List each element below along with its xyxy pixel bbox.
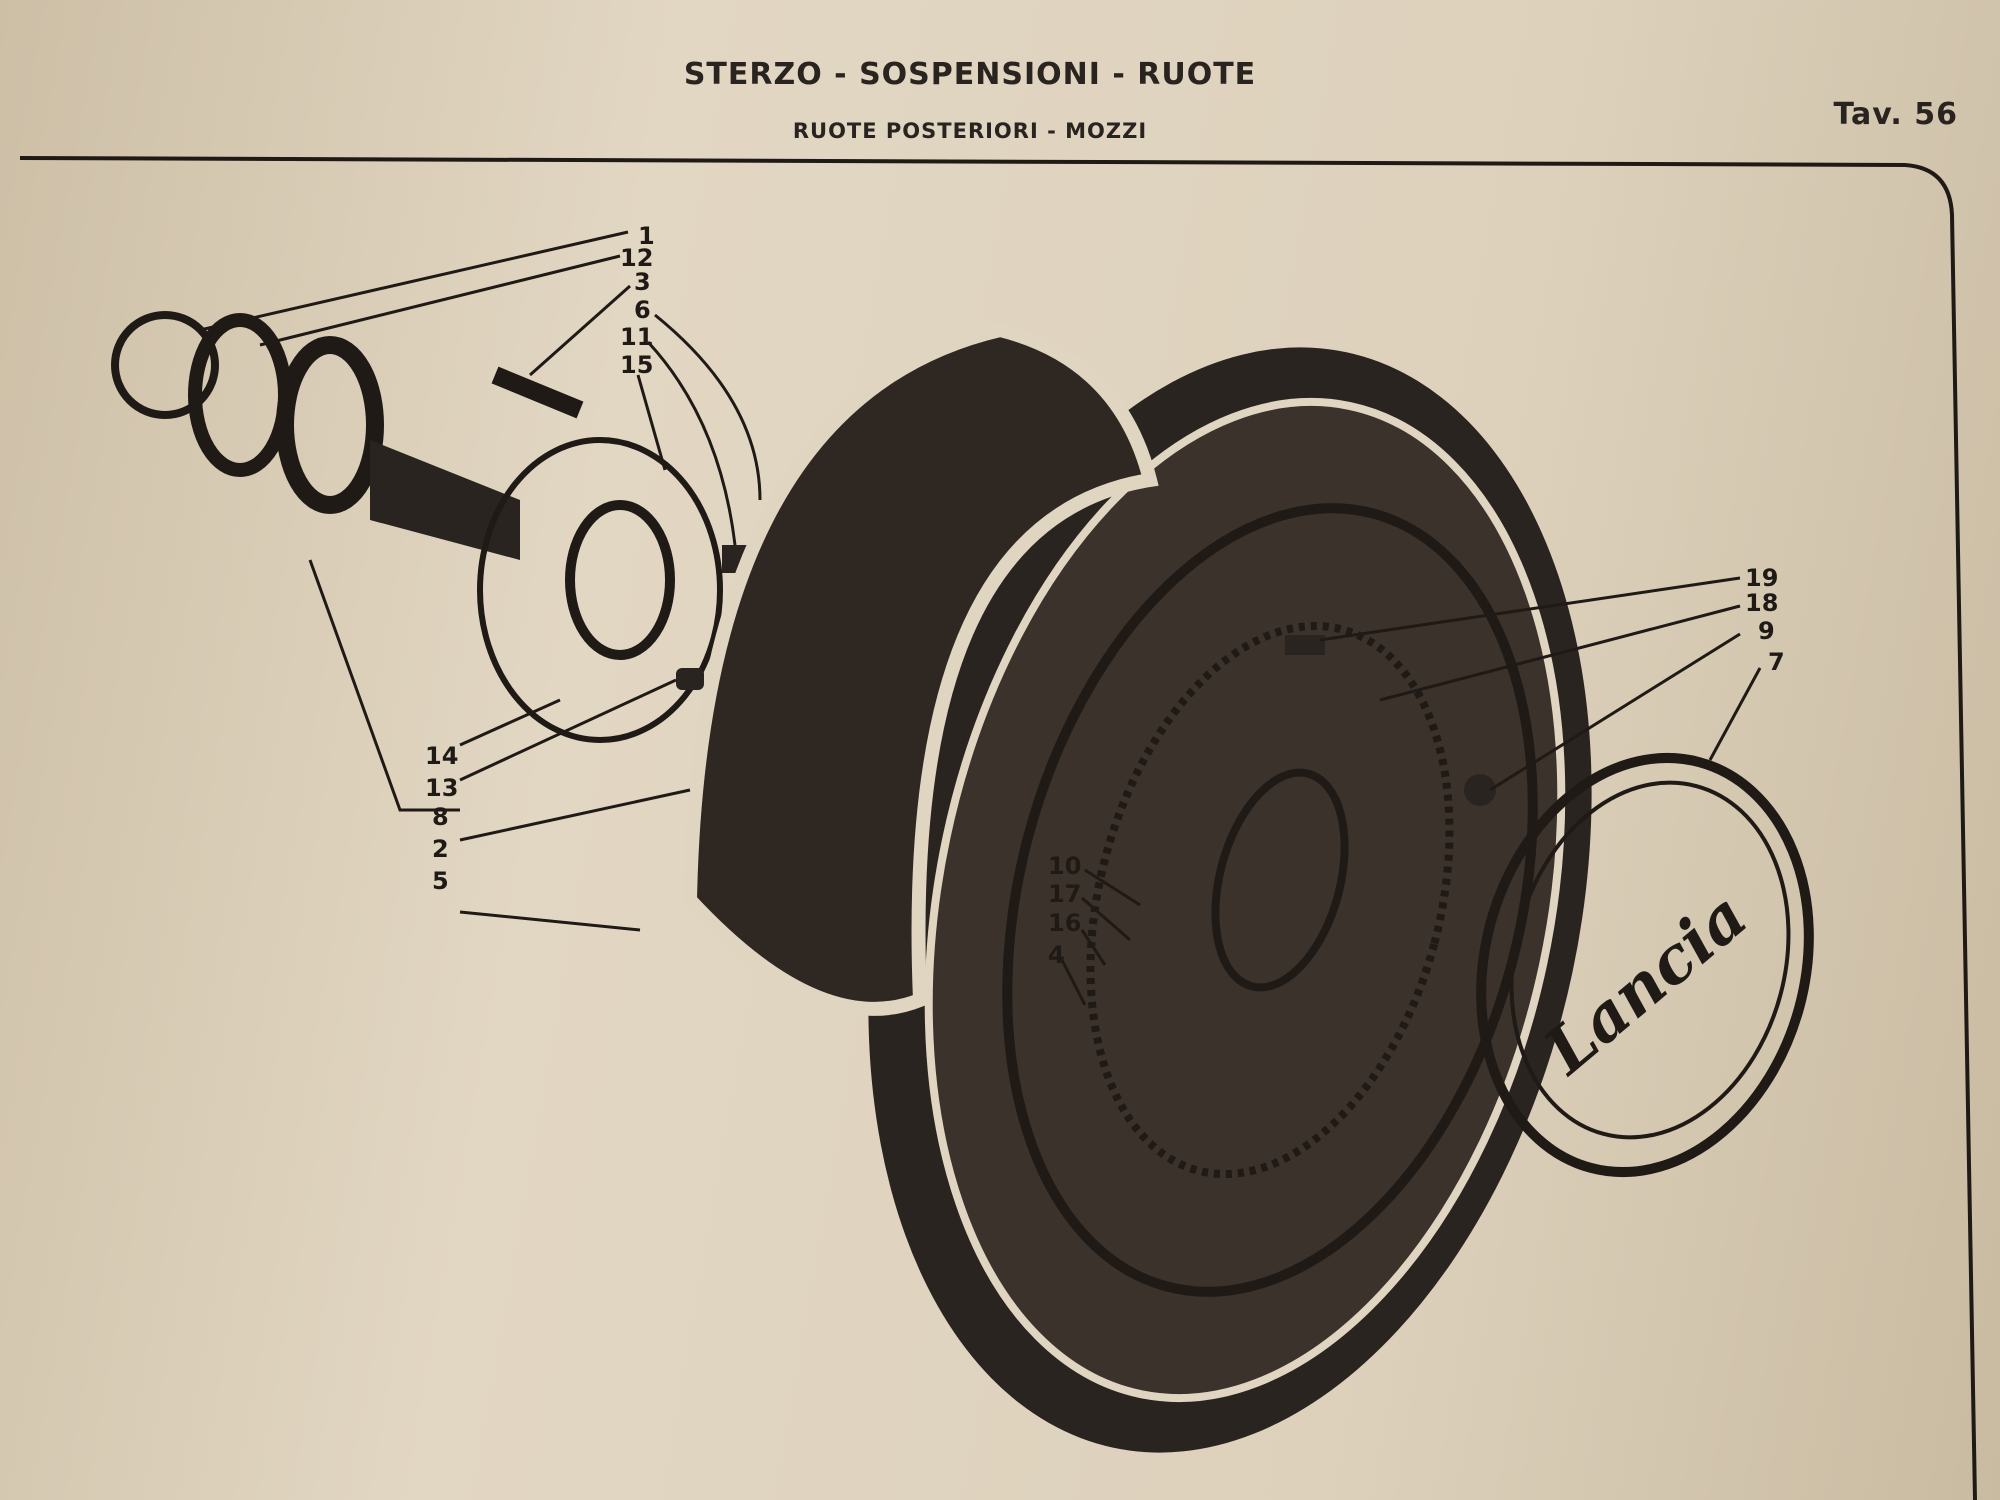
label-13: 13 — [425, 774, 458, 802]
page-title: STERZO - SOSPENSIONI - RUOTE — [684, 57, 1256, 92]
inner-tube — [682, 322, 1159, 1016]
label-3: 3 — [634, 268, 651, 296]
label-5: 5 — [432, 867, 449, 895]
wheel-center — [1211, 768, 1349, 992]
label-9: 9 — [1758, 617, 1775, 645]
balance-weight — [1285, 635, 1325, 655]
page-subtitle: RUOTE POSTERIORI - MOZZI — [793, 119, 1147, 143]
label-12: 12 — [620, 244, 653, 272]
label-16: 16 — [1048, 909, 1081, 937]
wheel-nut — [1464, 774, 1496, 806]
frame-border — [19, 156, 1977, 1500]
label-1: 1 — [638, 222, 655, 250]
hub-flange — [477, 437, 723, 743]
hub-shaft — [370, 440, 520, 560]
bearing — [276, 336, 384, 514]
label-4: 4 — [1048, 941, 1065, 969]
label-7: 7 — [1768, 648, 1785, 676]
pin — [676, 668, 704, 690]
label-15: 15 — [620, 351, 653, 379]
label-14: 14 — [425, 742, 458, 770]
snap-ring — [111, 311, 219, 419]
wheel-disc — [1086, 621, 1454, 1179]
hub-assembly — [111, 311, 752, 743]
bolt — [491, 366, 584, 419]
leader-lines — [199, 230, 1762, 1006]
label-18: 18 — [1745, 589, 1778, 617]
hub-bore — [565, 500, 675, 660]
label-19: 19 — [1745, 564, 1778, 592]
label-6: 6 — [634, 296, 651, 324]
part-number-labels: 1 12 3 6 11 15 14 13 8 2 5 19 18 9 7 10 … — [425, 222, 1785, 969]
label-10: 10 — [1048, 852, 1081, 880]
label-11: 11 — [620, 323, 653, 351]
tire-sidewall — [924, 397, 1566, 1403]
plate-number: Tav. 56 — [1833, 97, 1958, 132]
label-2: 2 — [432, 835, 449, 863]
label-8: 8 — [432, 803, 449, 831]
tire-and-wheel — [682, 322, 1592, 1453]
label-17: 17 — [1048, 880, 1081, 908]
